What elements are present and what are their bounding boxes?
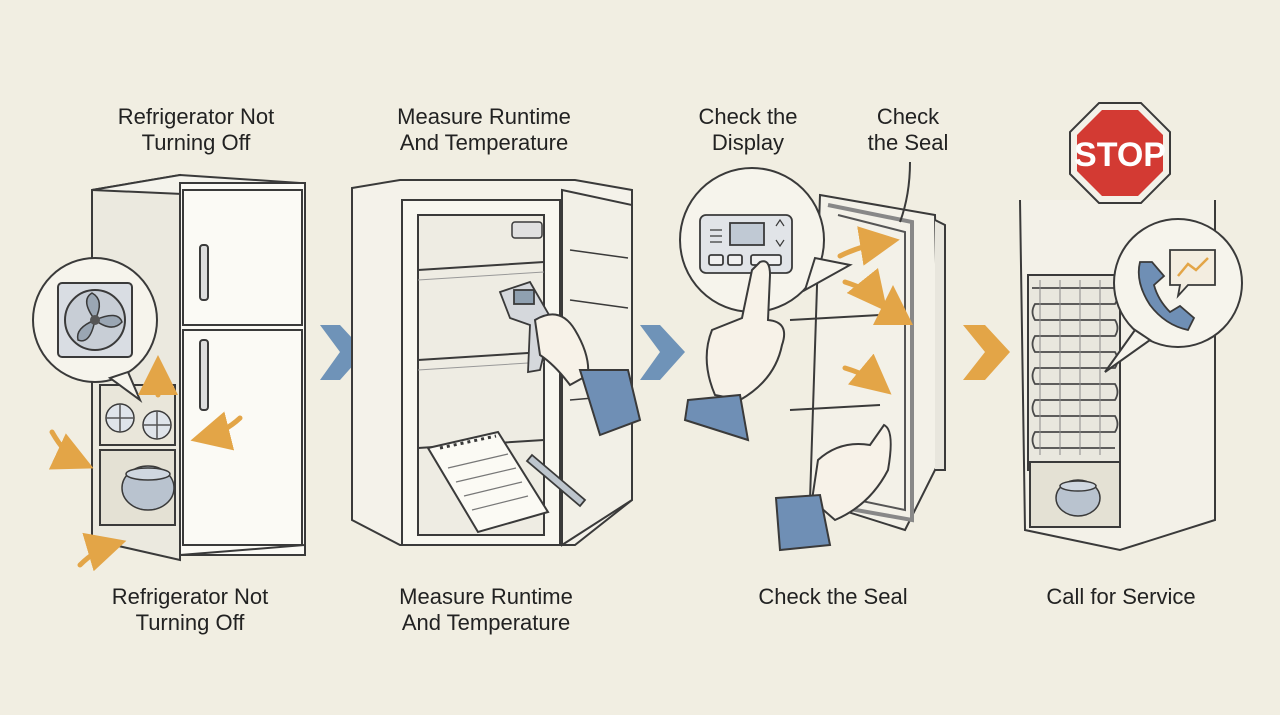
seal-pointer — [899, 161, 911, 223]
next-arrow-2 — [640, 325, 685, 380]
airflow-arrows — [48, 355, 243, 572]
thermometer-probe-icon — [511, 221, 543, 239]
step3-bottom-label: Check the Seal — [758, 584, 908, 609]
pointing-hand-icon — [683, 260, 786, 442]
fan-icon — [105, 403, 172, 440]
thermostat-icon — [699, 214, 793, 274]
fridge-back — [1019, 199, 1216, 552]
chat-icon — [1169, 249, 1216, 299]
seal-hand-icon — [774, 423, 892, 552]
seal-arrows — [837, 226, 913, 395]
pen-icon — [525, 453, 587, 508]
next-arrow-3 — [963, 325, 1010, 380]
notepad-icon — [426, 430, 550, 534]
compressor-icon — [1055, 479, 1101, 517]
compressor-icon — [121, 465, 175, 511]
hand-icon — [533, 313, 642, 437]
fan-callout — [32, 257, 158, 403]
next-arrow-1 — [320, 325, 365, 380]
step4-bottom-label: Call for Service — [1046, 584, 1196, 609]
condenser-coil-icon — [1031, 280, 1119, 455]
stop-sign-text: STOP — [1074, 136, 1166, 174]
phone-icon — [1137, 261, 1196, 332]
stop-sign-icon: STOP — [1069, 102, 1171, 204]
